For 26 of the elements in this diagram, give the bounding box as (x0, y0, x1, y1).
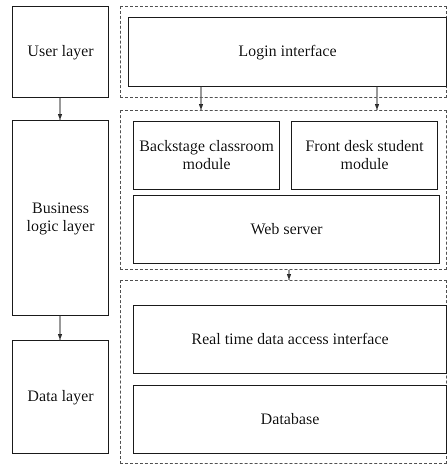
layer-box (12, 120, 109, 316)
layer-box (133, 385, 447, 454)
arrow (198, 86, 204, 110)
box-label: Data layer (26, 388, 95, 406)
box-label: Web server (249, 220, 324, 238)
arrow (58, 316, 62, 340)
layer-box (133, 195, 440, 264)
box-label: Front desk student module (304, 138, 425, 174)
layer-box (133, 305, 447, 374)
layer-box (133, 121, 280, 190)
box-label: Backstage classroom module (138, 138, 275, 174)
arrow (58, 98, 62, 120)
layer-box (128, 17, 447, 87)
dashed-group-frame (120, 110, 447, 270)
arrow (374, 86, 380, 110)
layer-box (291, 121, 438, 190)
box-label: Database (260, 410, 320, 428)
box-label: Real time data access interface (190, 330, 390, 348)
dashed-group-frame (120, 280, 447, 464)
dashed-group-frame (120, 6, 447, 98)
layer-box (12, 340, 109, 454)
box-label: Login interface (237, 43, 338, 61)
box-label: User layer (26, 43, 95, 61)
arrow (286, 270, 292, 280)
layer-box (12, 6, 109, 98)
box-label: Business logic layer (26, 200, 96, 236)
